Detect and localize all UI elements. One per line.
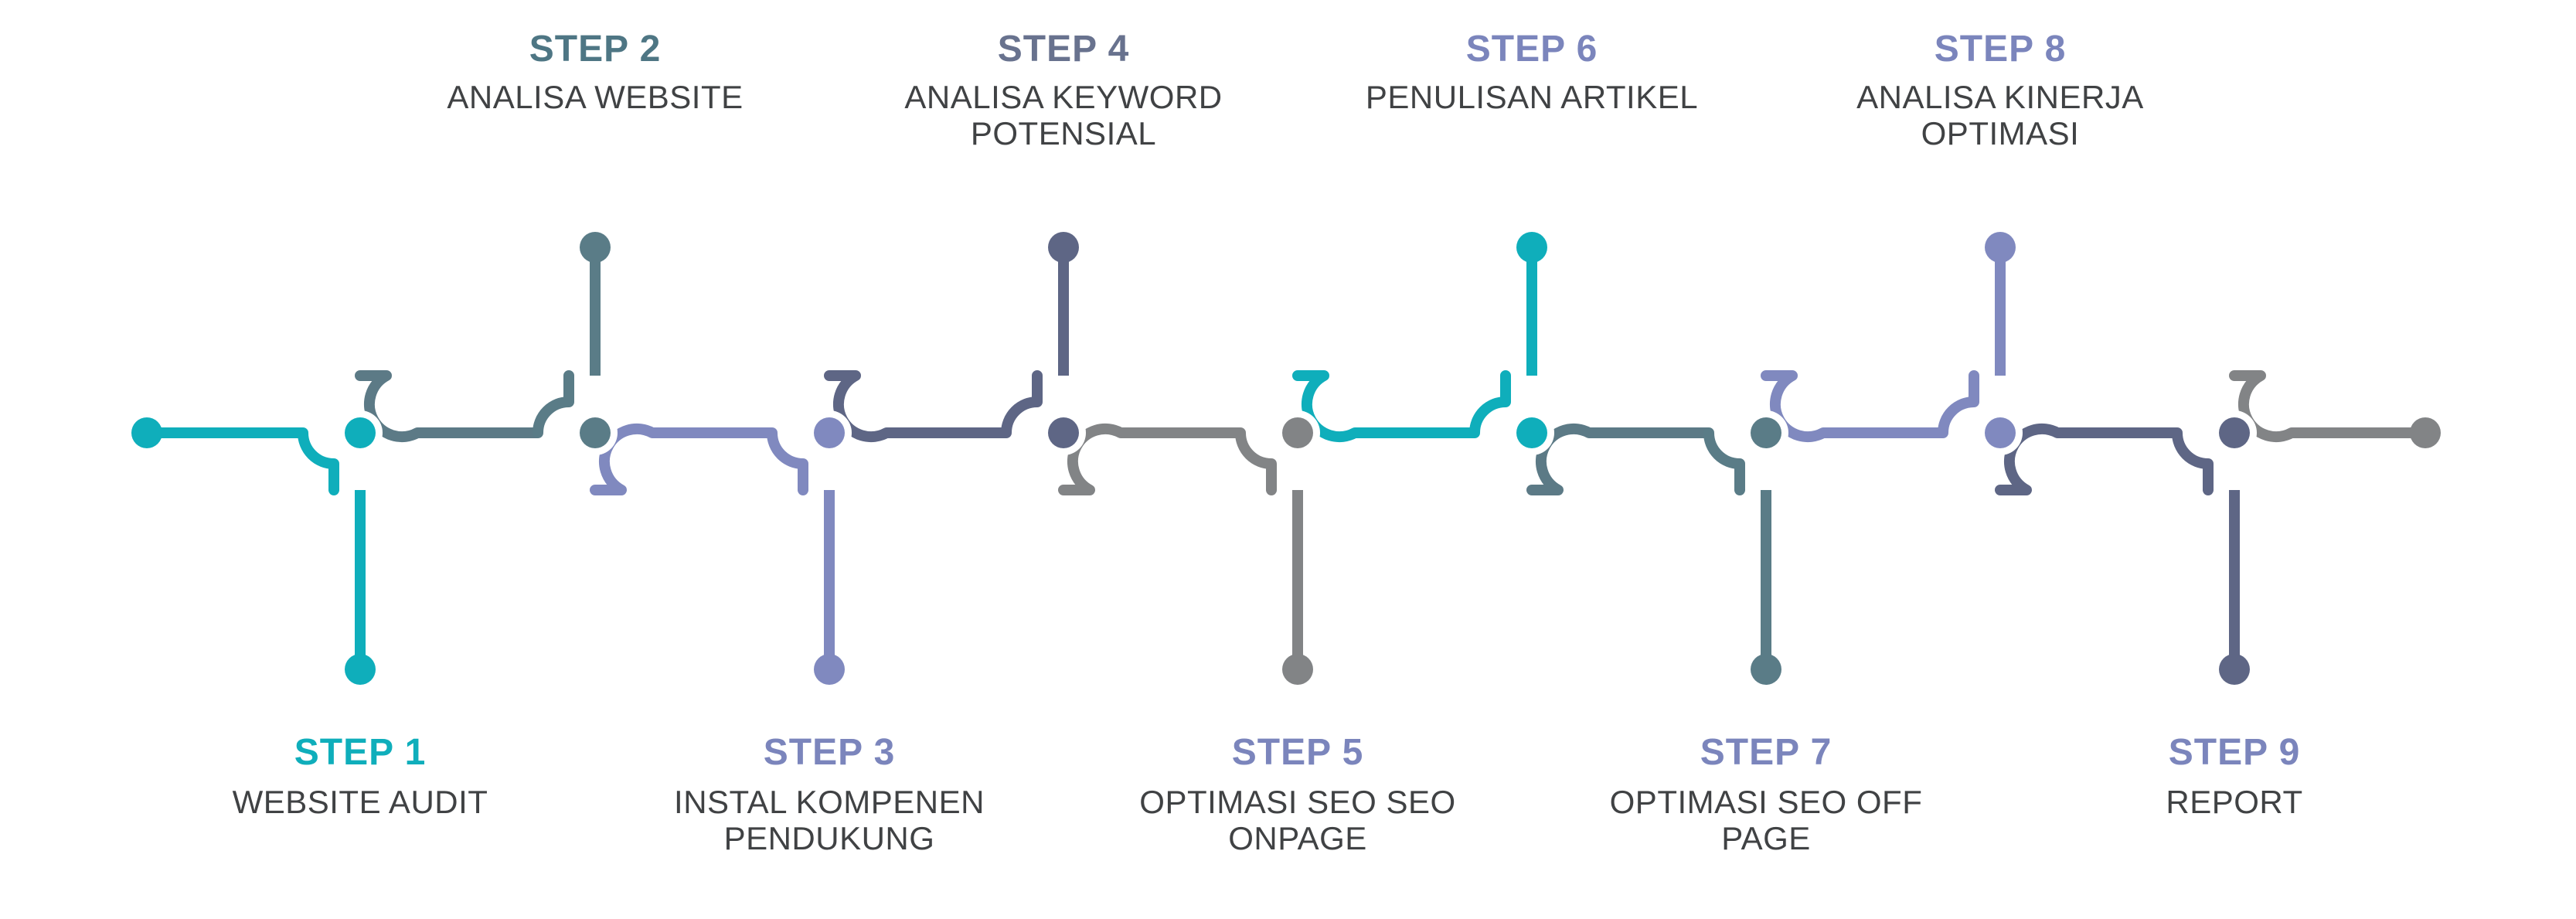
- step-number-5: STEP 5: [1231, 732, 1364, 773]
- timeline-node-5[interactable]: [1282, 417, 1313, 448]
- step-number-1: STEP 1: [294, 732, 427, 773]
- junction-in-elbow-6: [1469, 370, 1511, 438]
- step-number-9: STEP 9: [2168, 732, 2301, 773]
- step-number-7: STEP 7: [1700, 732, 1832, 773]
- branch-endpoint-4: [1048, 232, 1079, 263]
- timeline-end-cap: [2410, 417, 2441, 448]
- step-label-4: STEP 4 ANALISA KEYWORD POTENSIAL: [832, 29, 1295, 152]
- timeline-node-2[interactable]: [580, 417, 611, 448]
- step-label-7: STEP 7 OPTIMASI SEO OFF PAGE: [1534, 732, 1998, 857]
- step-number-2: STEP 2: [529, 29, 662, 70]
- step-description-3: INSTAL KOMPENEN PENDUKUNG: [674, 784, 985, 857]
- branch-endpoint-8: [1985, 232, 2016, 263]
- junction-in-elbow-1: [298, 427, 339, 495]
- junction-in-elbow-9: [2172, 427, 2214, 495]
- step-description-9: REPORT: [2166, 784, 2303, 820]
- timeline-node-7[interactable]: [1751, 417, 1781, 448]
- step-number-4: STEP 4: [997, 29, 1130, 70]
- step-number-8: STEP 8: [1934, 29, 2067, 70]
- branch-endpoint-3: [814, 654, 845, 685]
- step-label-5: STEP 5 OPTIMASI SEO SEO ONPAGE: [1066, 732, 1530, 857]
- step-label-2: STEP 2 ANALISA WEBSITE: [363, 29, 827, 116]
- step-number-3: STEP 3: [763, 732, 896, 773]
- junction-in-elbow-4: [1001, 370, 1043, 438]
- junction-in-elbow-8: [1938, 370, 1979, 438]
- branch-endpoint-5: [1282, 654, 1313, 685]
- branch-endpoint-1: [345, 654, 376, 685]
- step-description-5: OPTIMASI SEO SEO ONPAGE: [1139, 784, 1456, 857]
- step-label-1: STEP 1 WEBSITE AUDIT: [128, 732, 592, 821]
- timeline-node-1[interactable]: [345, 417, 376, 448]
- step-description-7: OPTIMASI SEO OFF PAGE: [1609, 784, 1923, 857]
- step-description-6: PENULISAN ARTIKEL: [1365, 79, 1699, 115]
- timeline-node-4[interactable]: [1048, 417, 1079, 448]
- step-description-4: ANALISA KEYWORD POTENSIAL: [904, 79, 1223, 152]
- step-number-6: STEP 6: [1465, 29, 1598, 70]
- step-label-3: STEP 3 INSTAL KOMPENEN PENDUKUNG: [597, 732, 1061, 857]
- timeline-node-3[interactable]: [814, 417, 845, 448]
- step-label-6: STEP 6 PENULISAN ARTIKEL: [1300, 29, 1764, 116]
- junction-in-elbow-3: [767, 427, 808, 495]
- junction-in-elbow-5: [1235, 427, 1277, 495]
- branch-endpoint-9: [2219, 654, 2250, 685]
- timeline-node-6[interactable]: [1516, 417, 1547, 448]
- step-description-8: ANALISA KINERJA OPTIMASI: [1856, 79, 2144, 152]
- branch-endpoint-7: [1751, 654, 1781, 685]
- step-description-2: ANALISA WEBSITE: [447, 79, 744, 115]
- branch-endpoint-6: [1516, 232, 1547, 263]
- step-label-9: STEP 9 REPORT: [2003, 732, 2466, 821]
- timeline-node-8[interactable]: [1985, 417, 2016, 448]
- branch-endpoint-2: [580, 232, 611, 263]
- junction-in-elbow-7: [1703, 427, 1745, 495]
- junction-in-elbow-2: [533, 370, 574, 438]
- timeline-node-9[interactable]: [2219, 417, 2250, 448]
- step-label-8: STEP 8 ANALISA KINERJA OPTIMASI: [1768, 29, 2232, 152]
- step-description-1: WEBSITE AUDIT: [232, 784, 488, 820]
- timeline-start-cap: [131, 417, 162, 448]
